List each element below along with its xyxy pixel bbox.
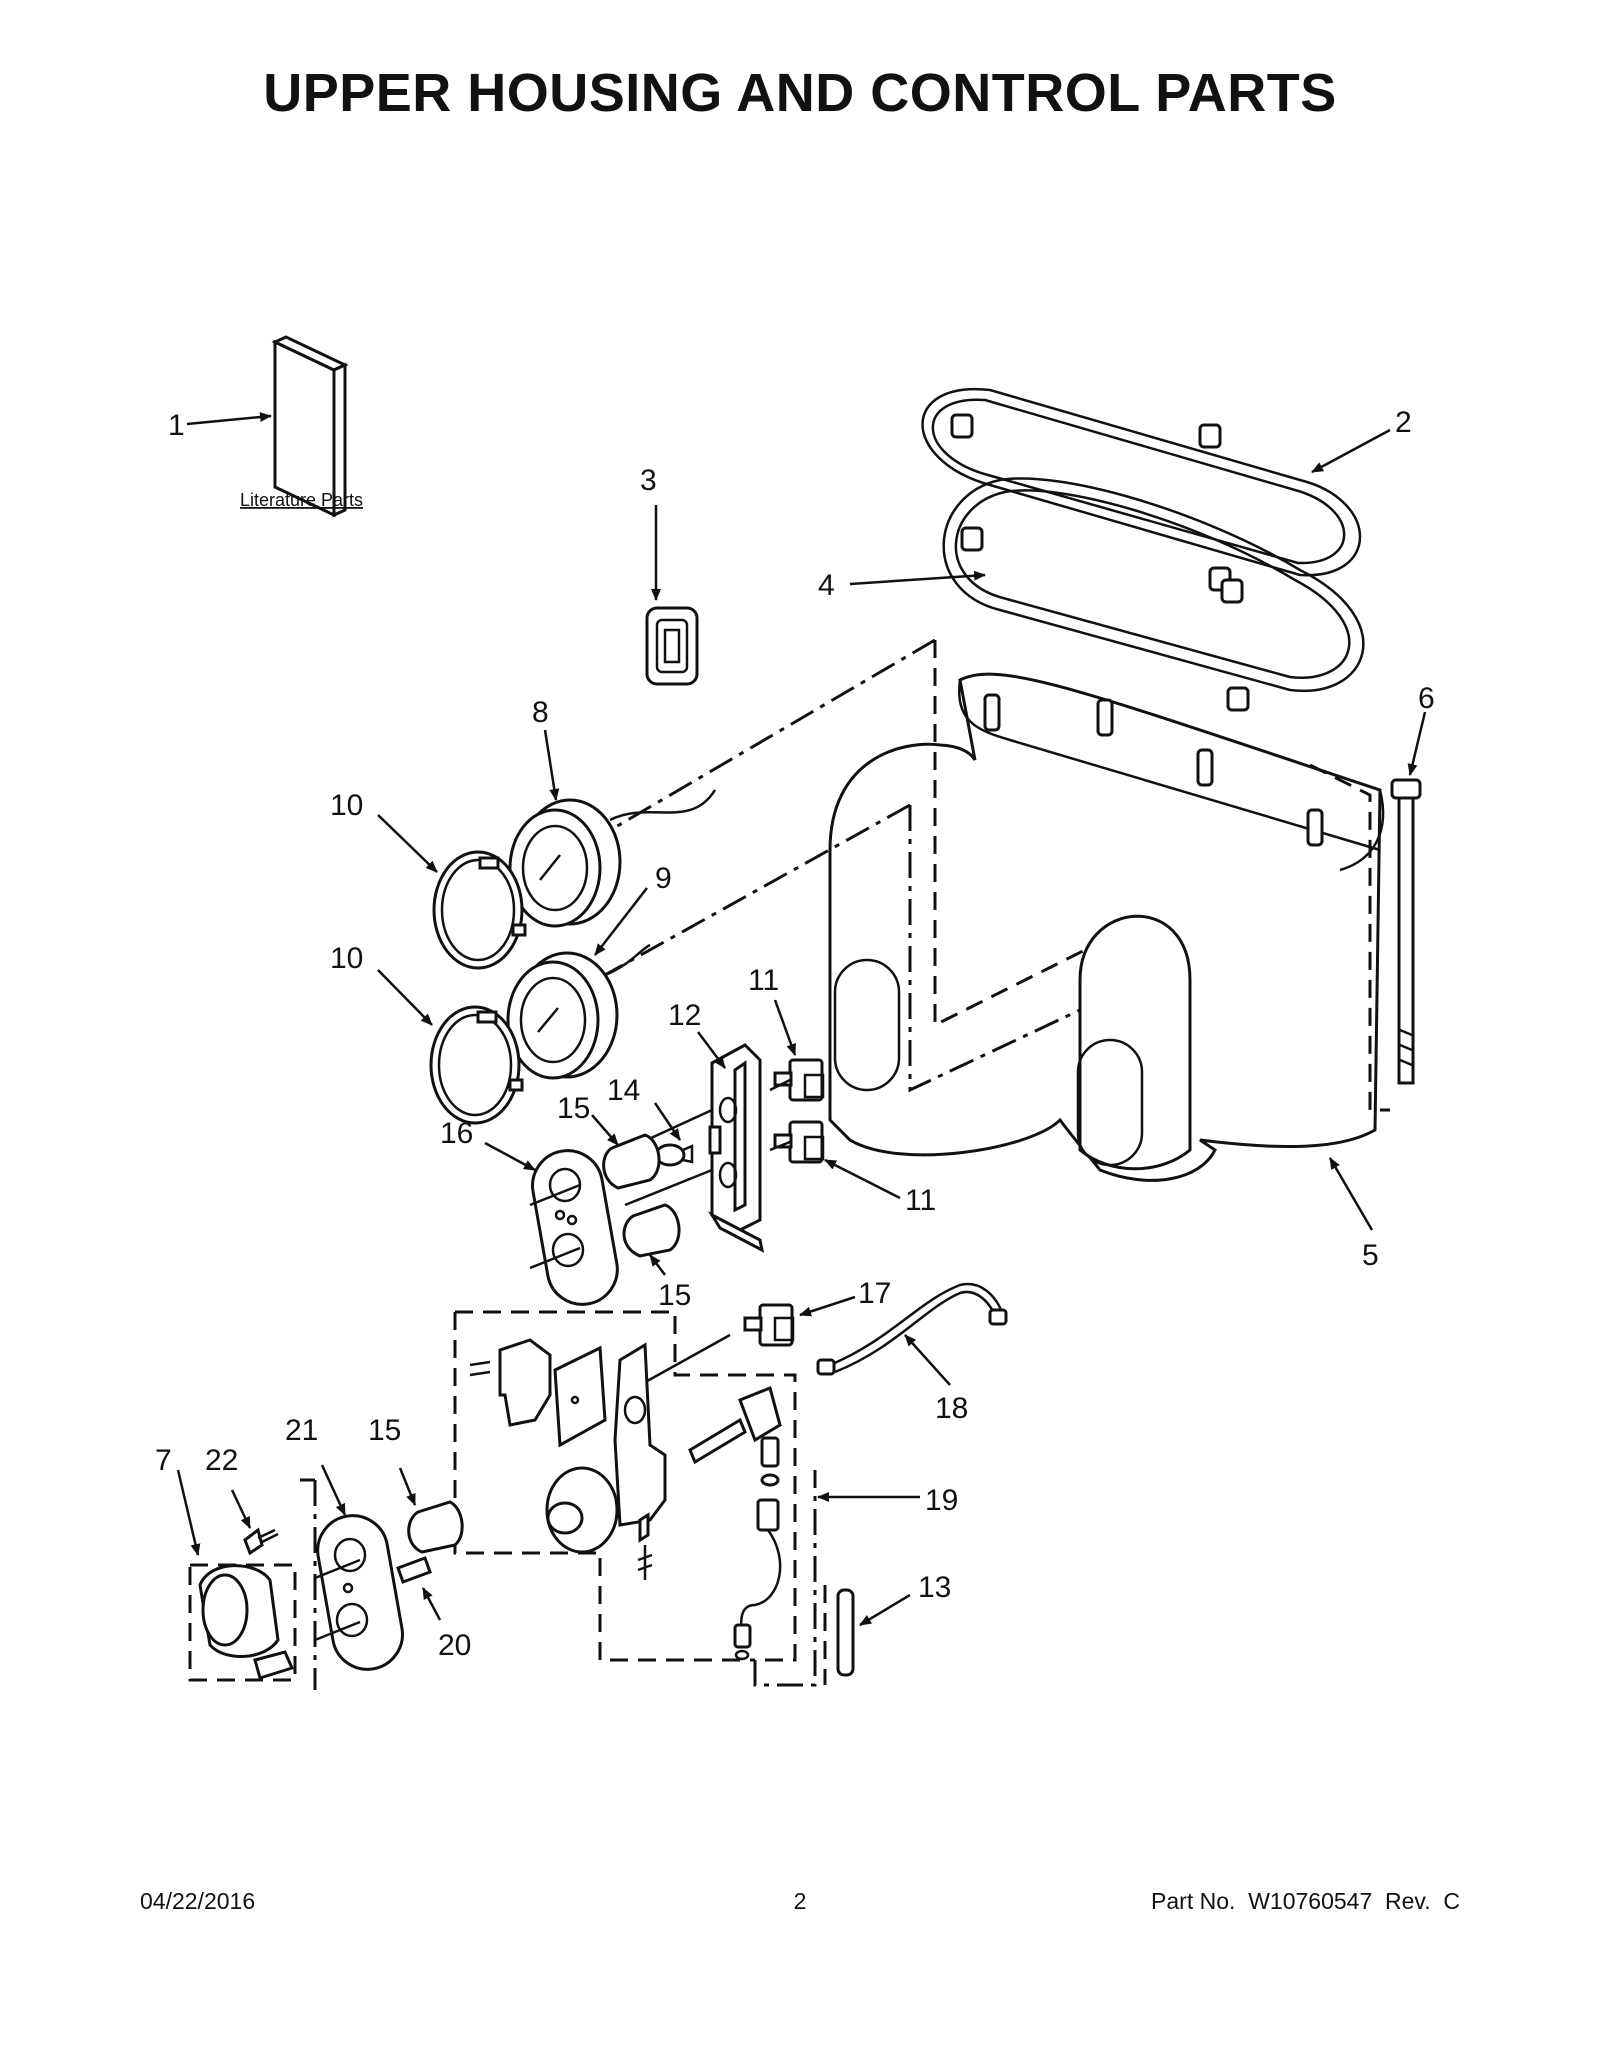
callout-18: 18: [935, 1392, 968, 1425]
part-upper-heater-element: [921, 387, 1362, 592]
part-bezel-lower: [429, 1005, 524, 1125]
callout-20: 20: [438, 1629, 471, 1662]
part-literature-booklet: [271, 335, 349, 518]
callout-10a: 10: [330, 789, 363, 822]
footer-page-number: 2: [793, 1888, 807, 1914]
part-long-bolt: [1390, 778, 1422, 1085]
literature-parts-label: Literature Parts: [240, 490, 363, 510]
callout-16: 16: [440, 1117, 473, 1150]
callout-14: 14: [607, 1074, 640, 1107]
part-pin: [396, 1556, 432, 1584]
part-gas-valve-assembly: [469, 1338, 782, 1661]
part-lower-heater-element: [942, 477, 1365, 712]
part-grommet: [645, 606, 699, 686]
part-lens-upper: [602, 1133, 661, 1190]
callout-1: 1: [168, 409, 185, 442]
part-control-plate: [529, 1149, 619, 1306]
part-control-bracket: [707, 1043, 765, 1253]
callout-15c: 15: [368, 1414, 401, 1447]
part-bezel-upper: [432, 850, 527, 970]
part-upper-housing: [828, 672, 1385, 1182]
part-switch-lower: [773, 1120, 825, 1164]
callout-15b: 15: [658, 1279, 691, 1312]
callout-22: 22: [205, 1444, 238, 1477]
callout-11b: 11: [905, 1184, 936, 1217]
callout-4: 4: [818, 569, 835, 602]
callout-5: 5: [1362, 1239, 1379, 1272]
callout-19: 19: [925, 1484, 958, 1517]
part-indicator-bulb: [654, 1143, 694, 1167]
callout-13: 13: [918, 1571, 951, 1604]
footer-date: 04/22/2016: [140, 1888, 256, 1914]
part-knob-plate: [314, 1514, 404, 1671]
callout-10b: 10: [330, 942, 363, 975]
callout-12: 12: [668, 999, 701, 1032]
callout-9: 9: [655, 862, 672, 895]
part-lens-knob: [407, 1500, 464, 1554]
callout-15a: 15: [557, 1092, 590, 1125]
callout-8: 8: [532, 696, 549, 729]
callout-21: 21: [285, 1414, 318, 1447]
part-screw: [243, 1527, 279, 1556]
callout-17: 17: [858, 1277, 891, 1310]
callout-2: 2: [1395, 406, 1412, 439]
part-valve-switch: [743, 1303, 795, 1347]
part-thermocouple-rod: [836, 1588, 855, 1677]
part-lens-lower: [622, 1203, 681, 1258]
footer-part-number: Part No. W10760547 Rev. C: [1151, 1888, 1460, 1914]
part-gas-tube: [816, 1282, 1008, 1376]
part-control-knob: [198, 1564, 295, 1680]
callout-3: 3: [640, 464, 657, 497]
page-title: UPPER HOUSING AND CONTROL PARTS: [263, 63, 1337, 123]
part-thermostat-upper: [508, 789, 717, 928]
callout-11a: 11: [748, 964, 779, 997]
callout-6: 6: [1418, 682, 1435, 715]
callout-7: 7: [155, 1444, 172, 1477]
part-switch-upper: [773, 1058, 825, 1102]
part-thermostat-lower: [506, 943, 651, 1080]
